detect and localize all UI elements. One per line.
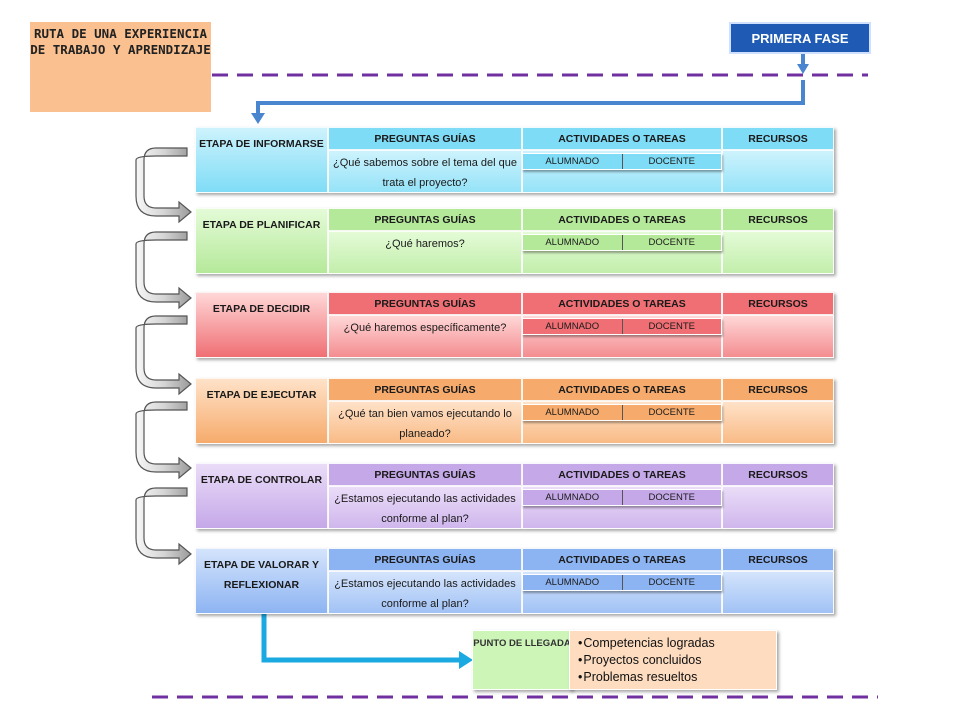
resources-cell xyxy=(722,486,834,529)
activities-header: ACTIVIDADES O TAREAS xyxy=(522,548,722,571)
endpoint-item: Competencias logradas xyxy=(578,635,776,652)
guiding-question: ¿Qué haremos específicamente? xyxy=(328,315,522,358)
endpoint-item: Problemas resueltos xyxy=(578,669,776,686)
guiding-question: ¿Estamos ejecutando las actividades conf… xyxy=(328,571,522,614)
questions-header: PREGUNTAS GUÍAS xyxy=(328,292,522,315)
resources-cell xyxy=(722,571,834,614)
curved-arrow xyxy=(135,401,192,480)
resources-cell xyxy=(722,150,834,193)
activities-header: ACTIVIDADES O TAREAS xyxy=(522,127,722,150)
resources-header: RECURSOS xyxy=(722,127,834,150)
stage-label: ETAPA DE DECIDIR xyxy=(195,292,328,358)
stage-label: ETAPA DE PLANIFICAR xyxy=(195,208,328,274)
curved-arrow xyxy=(135,147,192,224)
resources-header: RECURSOS xyxy=(722,208,834,231)
stage-label: ETAPA DE CONTROLAR xyxy=(195,463,328,529)
phase-to-first-stage-arrow xyxy=(256,54,805,116)
endpoint-list: Competencias logradas Proyectos concluid… xyxy=(569,630,777,690)
student-label: ALUMNADO xyxy=(545,577,600,588)
student-label: ALUMNADO xyxy=(545,156,600,167)
endpoint-arrow xyxy=(261,614,473,669)
teacher-label: DOCENTE xyxy=(621,405,722,420)
guiding-question: ¿Estamos ejecutando las actividades conf… xyxy=(328,486,522,529)
curved-arrow xyxy=(135,487,192,566)
resources-header: RECURSOS xyxy=(722,378,834,401)
phase-label: PRIMERA FASE xyxy=(729,22,871,54)
curved-arrows-group xyxy=(135,147,192,566)
stage-label: ETAPA DE VALORAR Y REFLEXIONAR xyxy=(195,548,328,614)
page-title: RUTA DE UNA EXPERIENCIA DE TRABAJO Y APR… xyxy=(30,22,211,112)
activities-header: ACTIVIDADES O TAREAS xyxy=(522,208,722,231)
student-label: ALUMNADO xyxy=(545,492,600,503)
curved-arrow xyxy=(135,231,192,310)
first-stage-arrow-head xyxy=(251,113,265,124)
teacher-label: DOCENTE xyxy=(621,235,722,250)
actor-subheader: ALUMNADO DOCENTE xyxy=(522,574,722,591)
activities-header: ACTIVIDADES O TAREAS xyxy=(522,292,722,315)
questions-header: PREGUNTAS GUÍAS xyxy=(328,208,522,231)
questions-header: PREGUNTAS GUÍAS xyxy=(328,463,522,486)
resources-header: RECURSOS xyxy=(722,548,834,571)
activities-header: ACTIVIDADES O TAREAS xyxy=(522,378,722,401)
actor-subheader: ALUMNADO DOCENTE xyxy=(522,489,722,506)
guiding-question: ¿Qué sabemos sobre el tema del que trata… xyxy=(328,150,522,193)
actor-subheader: ALUMNADO DOCENTE xyxy=(522,234,722,251)
teacher-label: DOCENTE xyxy=(621,154,722,169)
activities-header: ACTIVIDADES O TAREAS xyxy=(522,463,722,486)
resources-header: RECURSOS xyxy=(722,463,834,486)
actor-subheader: ALUMNADO DOCENTE xyxy=(522,404,722,421)
student-label: ALUMNADO xyxy=(545,321,600,332)
actor-subheader: ALUMNADO DOCENTE xyxy=(522,153,722,170)
student-label: ALUMNADO xyxy=(545,237,600,248)
actor-subheader: ALUMNADO DOCENTE xyxy=(522,318,722,335)
guiding-question: ¿Qué tan bien vamos ejecutando lo planea… xyxy=(328,401,522,444)
stage-label: ETAPA DE INFORMARSE xyxy=(195,127,328,193)
resources-header: RECURSOS xyxy=(722,292,834,315)
questions-header: PREGUNTAS GUÍAS xyxy=(328,378,522,401)
endpoint-item: Proyectos concluidos xyxy=(578,652,776,669)
questions-header: PREGUNTAS GUÍAS xyxy=(328,548,522,571)
teacher-label: DOCENTE xyxy=(621,319,722,334)
student-label: ALUMNADO xyxy=(545,407,600,418)
endpoint-label: PUNTO DE LLEGADA xyxy=(472,630,572,690)
questions-header: PREGUNTAS GUÍAS xyxy=(328,127,522,150)
resources-cell xyxy=(722,231,834,274)
teacher-label: DOCENTE xyxy=(621,575,722,590)
guiding-question: ¿Qué haremos? xyxy=(328,231,522,274)
resources-cell xyxy=(722,315,834,358)
resources-cell xyxy=(722,401,834,444)
stage-label: ETAPA DE EJECUTAR xyxy=(195,378,328,444)
curved-arrow xyxy=(135,315,192,396)
teacher-label: DOCENTE xyxy=(621,490,722,505)
phase-arrow-head xyxy=(797,64,809,74)
